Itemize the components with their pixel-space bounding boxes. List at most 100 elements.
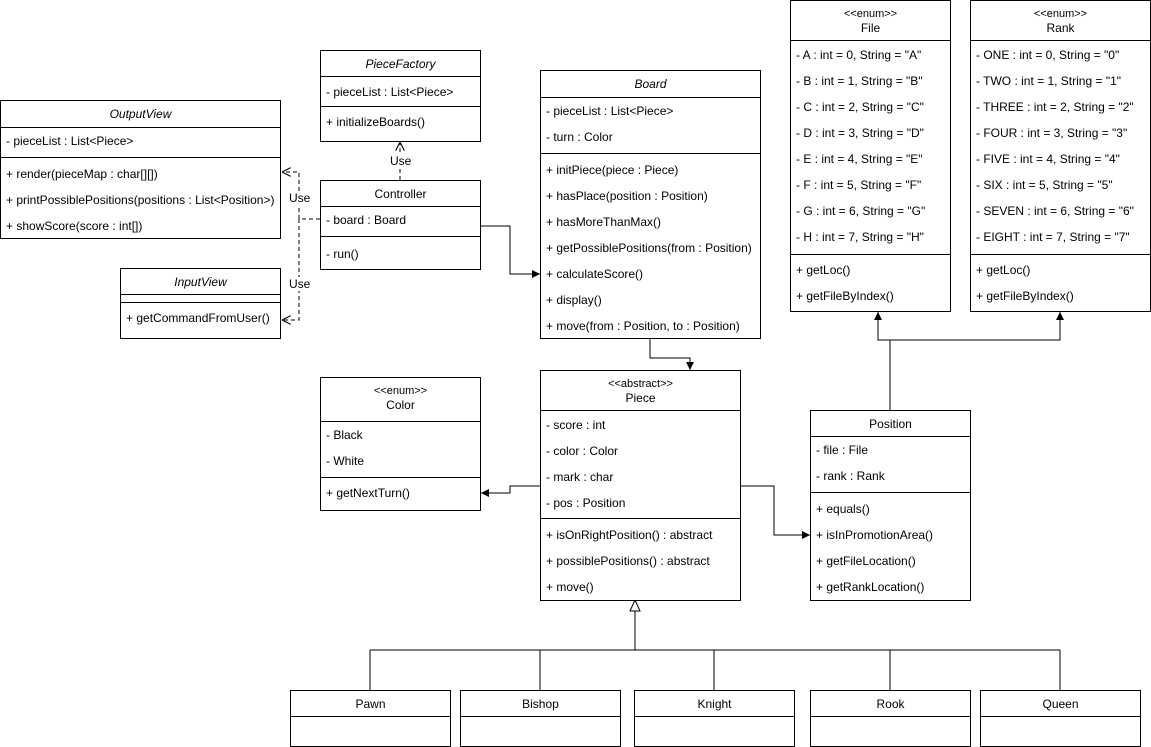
enum-color[interactable]: <<enum>> Color - Black - White + getNext…	[320, 377, 481, 511]
method: + calculateScore()	[546, 267, 644, 281]
method-section: + getNextTurn()	[321, 478, 480, 506]
method-section: + getCommandFromUser()	[121, 303, 280, 331]
class-inputview[interactable]: InputView + getCommandFromUser()	[120, 268, 281, 339]
enum-value: - F : int = 5, String = "F"	[796, 178, 922, 192]
enum-value: - SIX : int = 5, String = "5"	[976, 178, 1113, 192]
method: + isOnRightPosition() : abstract	[546, 528, 713, 542]
enum-value: - FIVE : int = 4, String = "4"	[976, 152, 1120, 166]
assoc-piece-position	[740, 485, 810, 539]
class-header: Board	[541, 71, 760, 98]
class-header: Position	[811, 411, 970, 437]
method: + move(from : Position, to : Position)	[546, 319, 740, 333]
assoc-board-piece	[649, 338, 694, 370]
method: - run()	[326, 247, 359, 261]
method-section: + getLoc() + getFileByIndex()	[791, 255, 950, 309]
method-section: + initializeBoards()	[321, 107, 480, 135]
method-section: + getLoc() + getFileByIndex()	[971, 255, 1150, 309]
enum-value: - SEVEN : int = 6, String = "6"	[976, 204, 1134, 218]
class-name: Queen	[1042, 696, 1079, 711]
enum-value: - THREE : int = 2, String = "2"	[976, 100, 1134, 114]
attribute: - pos : Position	[546, 496, 626, 510]
method: + getFileLocation()	[816, 554, 916, 568]
enum-value: - H : int = 7, String = "H"	[796, 230, 924, 244]
dep-controller-inputview	[282, 218, 320, 320]
class-name: Knight	[697, 696, 732, 711]
attribute-section: - pieceList : List<Piece>	[321, 77, 480, 107]
class-position[interactable]: Position - file : File - rank : Rank + e…	[810, 410, 971, 601]
attribute-section	[981, 717, 1140, 725]
class-knight[interactable]: Knight	[634, 690, 795, 747]
class-header: Queen	[981, 691, 1140, 717]
class-rook[interactable]: Rook	[810, 690, 971, 747]
method: + display()	[546, 293, 602, 307]
enum-value: - B : int = 1, String = "B"	[796, 74, 923, 88]
inheritance-branches	[369, 649, 1061, 690]
class-name: Pawn	[355, 696, 386, 711]
class-board[interactable]: Board - pieceList : List<Piece> - turn :…	[540, 70, 761, 339]
method: + possiblePositions() : abstract	[546, 554, 710, 568]
attribute: - color : Color	[546, 444, 619, 458]
method-section: + initPiece(piece : Piece) + hasPlace(po…	[541, 154, 760, 339]
method: + hasPlace(position : Position)	[546, 189, 708, 203]
class-name: Board	[634, 77, 667, 91]
enum-value: - TWO : int = 1, String = "1"	[976, 74, 1122, 88]
attribute: - pieceList : List<Piece>	[6, 134, 134, 148]
attribute-section: - pieceList : List<Piece>	[1, 128, 280, 158]
inheritance-triangle	[629, 598, 641, 612]
class-header: Pawn	[291, 691, 450, 717]
class-name: Bishop	[522, 696, 559, 711]
class-name: InputView	[174, 274, 227, 289]
enum-value: - E : int = 4, String = "E"	[796, 152, 923, 166]
enum-value: - EIGHT : int = 7, String = "7"	[976, 230, 1130, 244]
method: + hasMoreThanMax()	[546, 215, 662, 229]
method: + move()	[546, 580, 594, 594]
class-pawn[interactable]: Pawn	[290, 690, 451, 747]
class-bishop[interactable]: Bishop	[460, 690, 621, 747]
use-label-input: Use	[289, 277, 311, 291]
method-section: + render(pieceMap : char[][]) + printPos…	[1, 158, 280, 239]
attribute-section	[811, 717, 970, 725]
method: + isInPromotionArea()	[816, 528, 934, 542]
class-controller[interactable]: Controller - board : Board - run()	[320, 180, 481, 270]
class-header: PieceFactory	[321, 51, 480, 77]
class-piece[interactable]: <<abstract>> Piece - score : int - color…	[540, 370, 741, 601]
method: + render(pieceMap : char[][])	[6, 167, 158, 181]
attribute-section: - score : int - color : Color - mark : c…	[541, 411, 740, 519]
class-queen[interactable]: Queen	[980, 690, 1141, 747]
enum-value: - A : int = 0, String = "A"	[796, 48, 922, 62]
enum-value: - D : int = 3, String = "D"	[796, 126, 924, 140]
method: + getPossiblePositions(from : Position)	[546, 241, 752, 255]
class-header: <<enum>> Rank	[971, 1, 1150, 41]
use-label-factory: Use	[390, 154, 412, 168]
attribute: - pieceList : List<Piece>	[326, 85, 454, 99]
method: + getLoc()	[796, 263, 851, 277]
enum-rank[interactable]: <<enum>> Rank - ONE : int = 0, String = …	[970, 0, 1151, 312]
enum-file[interactable]: <<enum>> File - A : int = 0, String = "A…	[790, 0, 951, 312]
stereotype: <<enum>>	[1033, 8, 1088, 20]
class-header: Controller	[321, 181, 480, 207]
assoc-position-file	[874, 312, 891, 410]
enum-value: - ONE : int = 0, String = "0"	[976, 48, 1120, 62]
stereotype: <<abstract>>	[608, 378, 673, 390]
class-outputview[interactable]: OutputView - pieceList : List<Piece> + r…	[0, 100, 281, 239]
attribute-section: - ONE : int = 0, String = "0" - TWO : in…	[971, 41, 1150, 255]
class-header: <<enum>> Color	[321, 378, 480, 422]
assoc-controller-board	[480, 225, 540, 278]
method: + initializeBoards()	[326, 115, 426, 129]
class-name: PieceFactory	[365, 56, 436, 71]
attribute: - turn : Color	[546, 130, 613, 144]
enum-value: - White	[326, 454, 365, 468]
method: + getLoc()	[976, 263, 1031, 277]
stereotype: <<enum>>	[373, 385, 428, 397]
attribute: - pieceList : List<Piece>	[546, 104, 674, 118]
attribute-section: - board : Board	[321, 207, 480, 237]
attribute-section	[635, 717, 794, 725]
enum-value: - Black	[326, 428, 363, 442]
method: + getRankLocation()	[816, 580, 925, 594]
class-name: File	[860, 21, 881, 35]
assoc-position-rank	[890, 312, 1064, 341]
class-piecefactory[interactable]: PieceFactory - pieceList : List<Piece> +…	[320, 50, 481, 142]
method: + getCommandFromUser()	[126, 311, 270, 325]
attribute-section	[461, 717, 620, 725]
